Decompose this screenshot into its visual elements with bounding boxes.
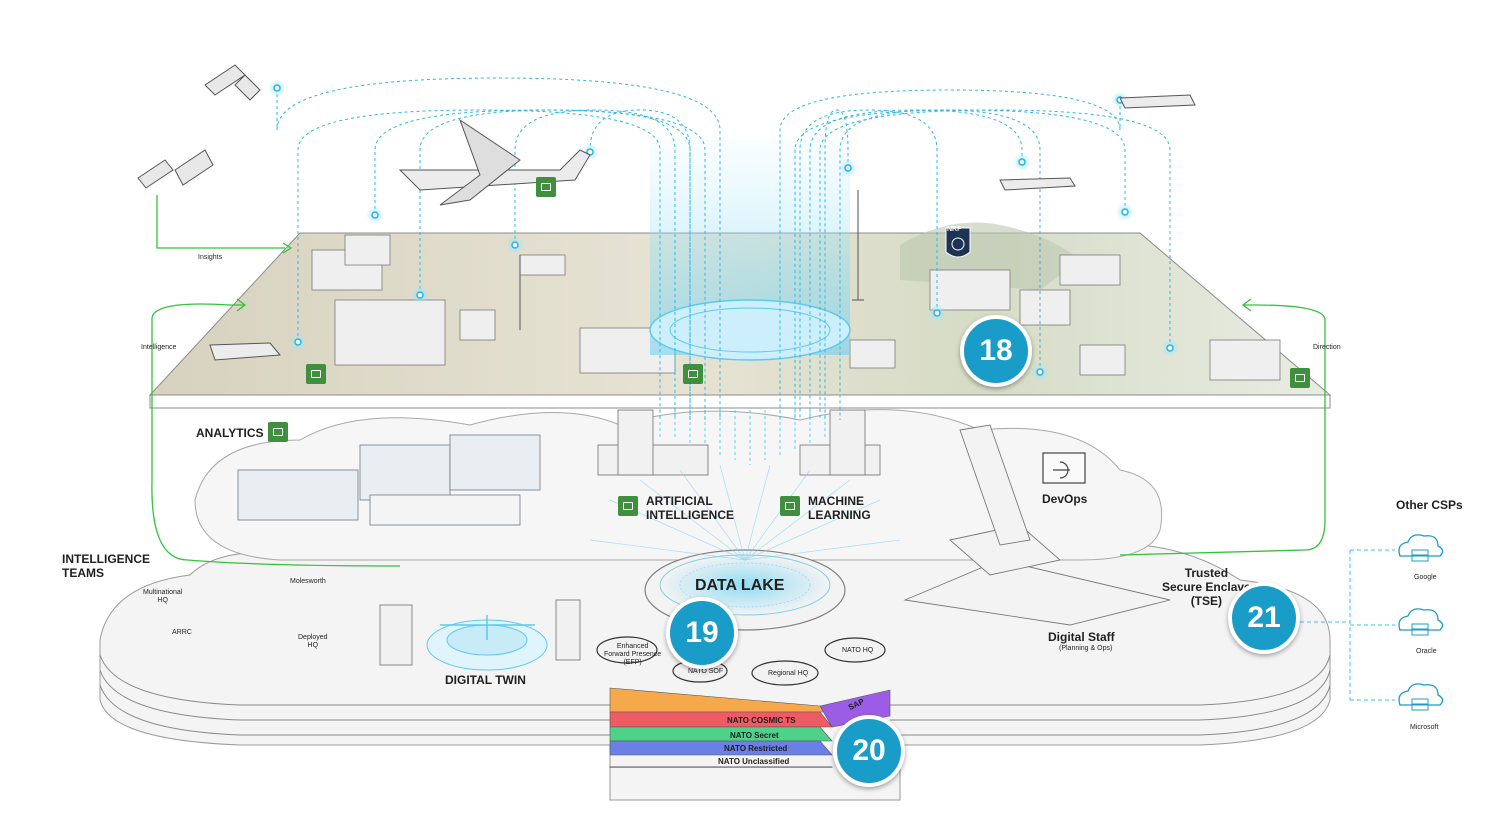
csp-cloud-icon xyxy=(1398,608,1444,636)
data-link-arc xyxy=(589,109,691,420)
label-google: Google xyxy=(1414,574,1437,581)
label-digital-twin: DIGITAL TWIN xyxy=(445,673,526,687)
label-tse-line1: Trusted xyxy=(1184,566,1229,580)
sensor-node xyxy=(1166,344,1174,352)
edge-device-icon xyxy=(683,364,703,384)
edge-device-icon xyxy=(536,177,556,197)
data-link-arc xyxy=(799,109,938,420)
label-molesworth: Molesworth xyxy=(290,578,326,585)
csp-cloud-icons xyxy=(1398,534,1444,711)
label-efp-line1: Enhanced xyxy=(616,643,649,650)
sensor-node xyxy=(273,84,281,92)
sensor-node xyxy=(294,338,302,346)
label-nato-sof: NATO SOF xyxy=(688,668,724,675)
label-nato-hq: NATO HQ xyxy=(842,647,874,654)
label-intelligence: Intelligence xyxy=(141,344,177,351)
analytics-icon xyxy=(268,422,288,442)
data-link-arc xyxy=(779,89,1121,420)
nrf-shield-icon xyxy=(945,227,971,258)
csp-connector xyxy=(1300,549,1395,701)
server-racks xyxy=(379,409,881,666)
data-link-arc xyxy=(419,109,691,420)
edge-device-icon xyxy=(306,364,326,384)
callout-badge-18: 18 xyxy=(960,315,1032,387)
data-link-arc xyxy=(824,109,849,420)
digital-twin-pad xyxy=(426,615,548,671)
data-link-arc xyxy=(809,109,1023,420)
label-data-lake: DATA LAKE xyxy=(695,577,785,594)
flow-arrows xyxy=(151,195,1326,567)
data-link-arc xyxy=(297,109,661,420)
satellite-icons xyxy=(137,64,261,189)
label-deployed-hq: Deployed HQ xyxy=(298,634,328,650)
sensor-node xyxy=(1121,208,1129,216)
ml-icon xyxy=(780,496,800,516)
label-deployed-line2: HQ xyxy=(307,642,319,649)
label-ml-line1: MACHINE xyxy=(808,494,864,508)
csp-cloud-icon xyxy=(1398,534,1444,562)
label-ml-line2: LEARNING xyxy=(808,508,871,522)
data-arcs xyxy=(276,77,1171,420)
csp-cloud-icon xyxy=(1398,683,1444,711)
sensor-node xyxy=(371,211,379,219)
devops-monitor-icon xyxy=(1042,452,1086,484)
sensor-node xyxy=(1018,158,1026,166)
label-analytics: ANALYTICS xyxy=(196,426,264,440)
label-devops: DevOps xyxy=(1042,492,1088,506)
label-direction: Direction xyxy=(1313,344,1341,351)
label-insights: Insights xyxy=(198,254,223,261)
label-ai-line1: ARTIFICIAL xyxy=(646,494,713,508)
label-multinational-hq: Multinational HQ xyxy=(143,589,182,605)
sensor-node xyxy=(416,291,424,299)
label-ai: ARTIFICIAL INTELLIGENCE xyxy=(646,494,734,522)
label-intelligence-teams: INTELLIGENCE TEAMS xyxy=(62,552,150,580)
label-deployed-line1: Deployed xyxy=(298,634,328,641)
classification-label-cosmic: NATO COSMIC TS xyxy=(727,716,796,725)
label-planning-ops: (Planning & Ops) xyxy=(1059,645,1113,652)
label-efp-line3: (EFP) xyxy=(623,659,642,666)
label-intel-teams-line1: INTELLIGENCE xyxy=(62,552,151,566)
label-regional-hq: Regional HQ xyxy=(768,670,809,677)
cloud-layer-lines xyxy=(99,654,1331,736)
callout-badge-20: 20 xyxy=(833,715,905,787)
edge-device-icon xyxy=(1290,368,1310,388)
label-digital-staff: Digital Staff xyxy=(1048,630,1115,644)
sensor-node xyxy=(1036,368,1044,376)
sensor-node xyxy=(511,241,519,249)
classification-band xyxy=(609,740,833,756)
label-tse-line2: Secure Enclave xyxy=(1162,580,1251,594)
classification-band xyxy=(609,711,833,728)
callout-badge-19: 19 xyxy=(666,597,738,669)
ops-screens xyxy=(237,434,541,526)
data-link-arc xyxy=(276,77,721,420)
sensor-node xyxy=(933,309,941,317)
label-microsoft: Microsoft xyxy=(1410,724,1439,731)
ai-icon xyxy=(618,496,638,516)
label-ml: MACHINE LEARNING xyxy=(808,494,871,522)
label-multinational-line1: Multinational xyxy=(143,589,183,596)
label-ai-line2: INTELLIGENCE xyxy=(646,508,735,522)
classification-label-secret: NATO Secret xyxy=(730,731,779,740)
data-link-arc xyxy=(839,109,1041,420)
label-other-csps: Other CSPs xyxy=(1396,498,1463,512)
label-oracle: Oracle xyxy=(1416,648,1437,655)
classification-label-restricted: NATO Restricted xyxy=(724,744,788,753)
label-multinational-line2: HQ xyxy=(157,597,168,604)
sensor-node xyxy=(844,164,852,172)
label-arrc: ARRC xyxy=(172,629,192,636)
label-efp: Enhanced Forward Presence (EFP) xyxy=(604,643,661,667)
digital-staff-platform xyxy=(903,424,1171,626)
label-intel-teams-line2: TEAMS xyxy=(62,566,104,580)
label-nrf: NRF xyxy=(947,226,962,233)
callout-badge-21: 21 xyxy=(1228,582,1300,654)
label-efp-line2: Forward Presence xyxy=(604,651,662,658)
classification-band xyxy=(609,726,833,742)
label-tse: Trusted Secure Enclave (TSE) xyxy=(1162,566,1251,608)
classification-label-unclassified: NATO Unclassified xyxy=(718,757,790,766)
data-link-arc xyxy=(819,109,1171,420)
data-link-arc xyxy=(514,109,676,420)
label-tse-line3: (TSE) xyxy=(1190,594,1223,608)
